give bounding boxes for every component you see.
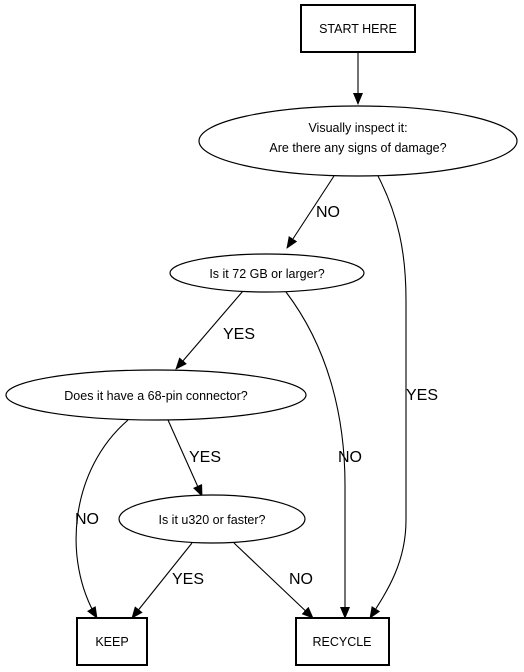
node-recycle: RECYCLE: [295, 617, 390, 666]
edge-label-connector-no: NO: [75, 511, 99, 528]
node-inspect-line2: Are there any signs of damage?: [269, 141, 446, 155]
edge-connector-no: [75, 419, 129, 619]
node-keep-label: KEEP: [95, 635, 128, 649]
edge-label-speed-no: NO: [289, 571, 313, 588]
edge-speed-no: [233, 542, 314, 619]
node-connector: Does it have a 68-pin connector?: [5, 369, 307, 421]
node-start-label: START HERE: [319, 22, 397, 36]
edge-label-connector-yes: YES: [189, 449, 221, 466]
node-inspect-line1: Visually inspect it:: [308, 121, 407, 135]
edge-label-size-no: NO: [338, 449, 362, 466]
edge-label-size-yes: YES: [223, 326, 255, 343]
node-inspect: Visually inspect it: Are there any signs…: [198, 105, 518, 177]
node-size: Is it 72 GB or larger?: [169, 253, 365, 293]
edge-size-yes: [175, 290, 244, 370]
edge-label-inspect-yes: YES: [406, 387, 438, 404]
edge-label-inspect-no: NO: [316, 204, 340, 221]
node-speed: Is it u320 or faster?: [118, 494, 306, 544]
edge-inspect-no: [286, 175, 335, 249]
edge-inspect-yes: [369, 175, 407, 619]
node-recycle-label: RECYCLE: [312, 635, 371, 649]
node-size-label: Is it 72 GB or larger?: [209, 267, 324, 281]
node-start: START HERE: [300, 4, 416, 53]
edge-label-speed-yes: YES: [172, 571, 204, 588]
node-speed-label: Is it u320 or faster?: [158, 513, 265, 527]
edge-speed-yes: [131, 542, 193, 619]
edge-connector-yes: [167, 419, 203, 497]
node-connector-label: Does it have a 68-pin connector?: [64, 389, 247, 403]
edge-size-no: [285, 291, 350, 619]
node-keep: KEEP: [76, 617, 148, 666]
